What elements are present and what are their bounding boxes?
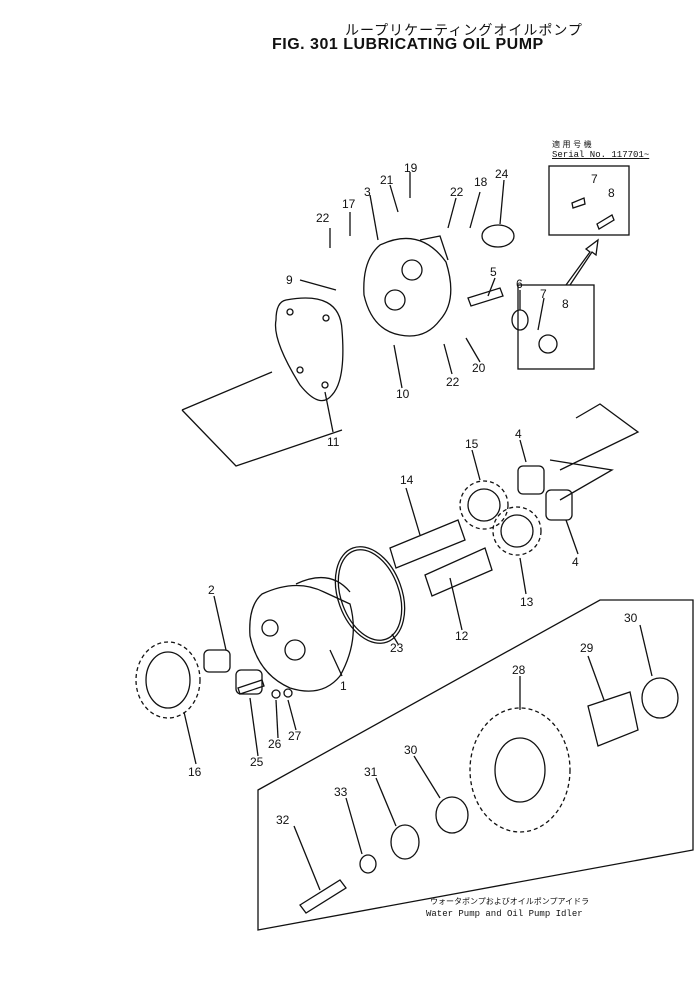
idler-group-frame (257, 599, 694, 931)
callout-7: 7 (591, 172, 598, 186)
callout-2: 2 (208, 583, 215, 597)
title-japanese: ループリケーティングオイルポンプ (345, 23, 583, 39)
plug-part (481, 224, 515, 248)
pump-body-part (249, 584, 354, 692)
callout-11: 11 (327, 435, 340, 449)
idler-gear-part (469, 707, 571, 833)
cover-boss (419, 235, 449, 261)
callout-9: 9 (286, 273, 293, 287)
bushing-part (545, 489, 573, 521)
callout-30: 30 (404, 743, 418, 757)
callout-21: 21 (380, 173, 394, 187)
gasket-hole (321, 381, 329, 389)
callout-4: 4 (515, 427, 522, 441)
callout-28: 28 (512, 663, 526, 677)
callout-10: 10 (396, 387, 410, 401)
spacer-part (390, 824, 420, 860)
callout-25: 25 (250, 755, 264, 769)
serial-detail-box (548, 165, 630, 236)
figure-title: FIG. 301 LUBRICATING OIL PUMP (272, 36, 544, 53)
washer-part (283, 688, 293, 698)
gasket-hole (286, 308, 294, 316)
callout-12: 12 (455, 629, 469, 643)
callout-7: 7 (540, 287, 547, 301)
gear-hub (145, 651, 191, 709)
snap-ring-part (538, 334, 558, 354)
gear-hub (500, 514, 534, 548)
gasket-hole (296, 366, 304, 374)
drive-shaft-part (389, 519, 466, 569)
washer-part (271, 689, 281, 699)
serial-arrow-icon (565, 238, 599, 286)
pump-cover-part (363, 237, 452, 337)
serial-number-label: Serial No. 117701~ (552, 150, 650, 160)
callout-29: 29 (580, 641, 594, 655)
callout-19: 19 (404, 161, 418, 175)
callout-5: 5 (490, 265, 497, 279)
thrust-washer-part (359, 854, 377, 874)
callout-22: 22 (316, 211, 330, 225)
bushing-part (203, 649, 231, 673)
o-ring-part (334, 546, 406, 644)
gasket-hole (322, 314, 330, 322)
relief-spring-part (467, 287, 504, 307)
callout-30: 30 (624, 611, 638, 625)
relief-valve-part (511, 309, 529, 331)
gear-hub (494, 737, 546, 803)
gasket-part (274, 297, 344, 402)
assembly-line (549, 403, 640, 501)
o-ring-part (337, 549, 403, 641)
callout-8: 8 (562, 297, 569, 311)
bolt-part (237, 679, 265, 695)
idler-bushing-part (587, 691, 639, 747)
drive-gear-part (459, 480, 509, 530)
assembly-line (181, 371, 343, 467)
bushing-part (641, 677, 679, 719)
callout-8: 8 (608, 186, 615, 200)
callout-1: 1 (340, 679, 347, 693)
callout-33: 33 (334, 785, 348, 799)
idler-bolt-part (299, 879, 347, 914)
callout-31: 31 (364, 765, 378, 779)
callout-32: 32 (276, 813, 290, 827)
gear-hub (467, 488, 501, 522)
callout-16: 16 (188, 765, 202, 779)
driven-shaft-part (424, 547, 493, 597)
callout-22: 22 (450, 185, 464, 199)
body-port (261, 619, 279, 637)
callout-17: 17 (342, 197, 356, 211)
callout-4: 4 (572, 555, 579, 569)
bushing-part (435, 796, 469, 834)
callout-24: 24 (495, 167, 509, 181)
callout-6: 6 (516, 277, 523, 291)
callout-22: 22 (446, 375, 460, 389)
callout-20: 20 (472, 361, 486, 375)
callout-13: 13 (520, 595, 534, 609)
cover-port (384, 289, 406, 311)
idler-label-japanese: ウォータポンプおよびオイルポンプアイドラ (430, 897, 590, 906)
pump-drive-gear-part (135, 641, 201, 719)
callout-23: 23 (390, 641, 404, 655)
body-port (284, 639, 306, 661)
callout-14: 14 (400, 473, 414, 487)
cover-port (401, 259, 423, 281)
bushing-part (517, 465, 545, 495)
callout-18: 18 (474, 175, 488, 189)
body-edge (295, 577, 351, 593)
driven-gear-part (492, 506, 542, 556)
pin-detail-box (517, 284, 595, 370)
idler-label: Water Pump and Oil Pump Idler (426, 909, 583, 919)
pin-part (571, 197, 586, 209)
callout-26: 26 (268, 737, 282, 751)
serial-label-japanese: 適 用 号 機 (552, 140, 592, 149)
callout-27: 27 (288, 729, 302, 743)
pin-part (596, 214, 615, 230)
callout-3: 3 (364, 185, 371, 199)
callout-15: 15 (465, 437, 479, 451)
